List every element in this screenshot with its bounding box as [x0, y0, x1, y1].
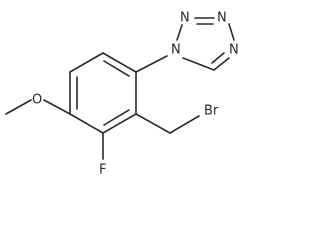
atom-label-fluorine: F — [99, 163, 106, 178]
bond-n1-n2 — [176, 24, 183, 41]
bond-c5-n1 — [182, 57, 215, 71]
atom-label-n1: N — [171, 43, 181, 58]
atom-label-bromine: Br — [204, 104, 219, 119]
bond-n4-c5-inner — [211, 52, 225, 64]
bond-ring-to-oxygen — [43, 99, 71, 115]
tetrazole-ring — [176, 17, 235, 71]
bond-ring-c1-c2 — [102, 52, 137, 73]
bond-n3-n4 — [228, 23, 235, 41]
atom-label-oxygen: O — [32, 93, 42, 108]
atom-label-n2: N — [180, 11, 190, 26]
atom-label-n4: N — [229, 43, 239, 58]
bond-ring-c5-c6 — [102, 113, 137, 134]
bond-ring-c1-c2-inner — [103, 60, 130, 77]
chemical-structure-diagram: N N N N O F Br — [5, 11, 239, 178]
atom-label-n3: N — [217, 11, 227, 26]
benzene-ring — [69, 52, 137, 134]
bond-oxygen-to-methyl — [5, 99, 32, 115]
bond-ring-to-tetrazole — [135, 55, 168, 73]
bond-ring-c4-c5 — [69, 113, 104, 134]
bond-n4-c5 — [213, 57, 230, 71]
bond-ring-to-ch2 — [135, 113, 171, 134]
bond-ch2-to-bromine — [169, 115, 200, 134]
bond-ring-c5-c6-inner — [103, 109, 130, 126]
bond-ring-c2-c3 — [69, 52, 104, 73]
